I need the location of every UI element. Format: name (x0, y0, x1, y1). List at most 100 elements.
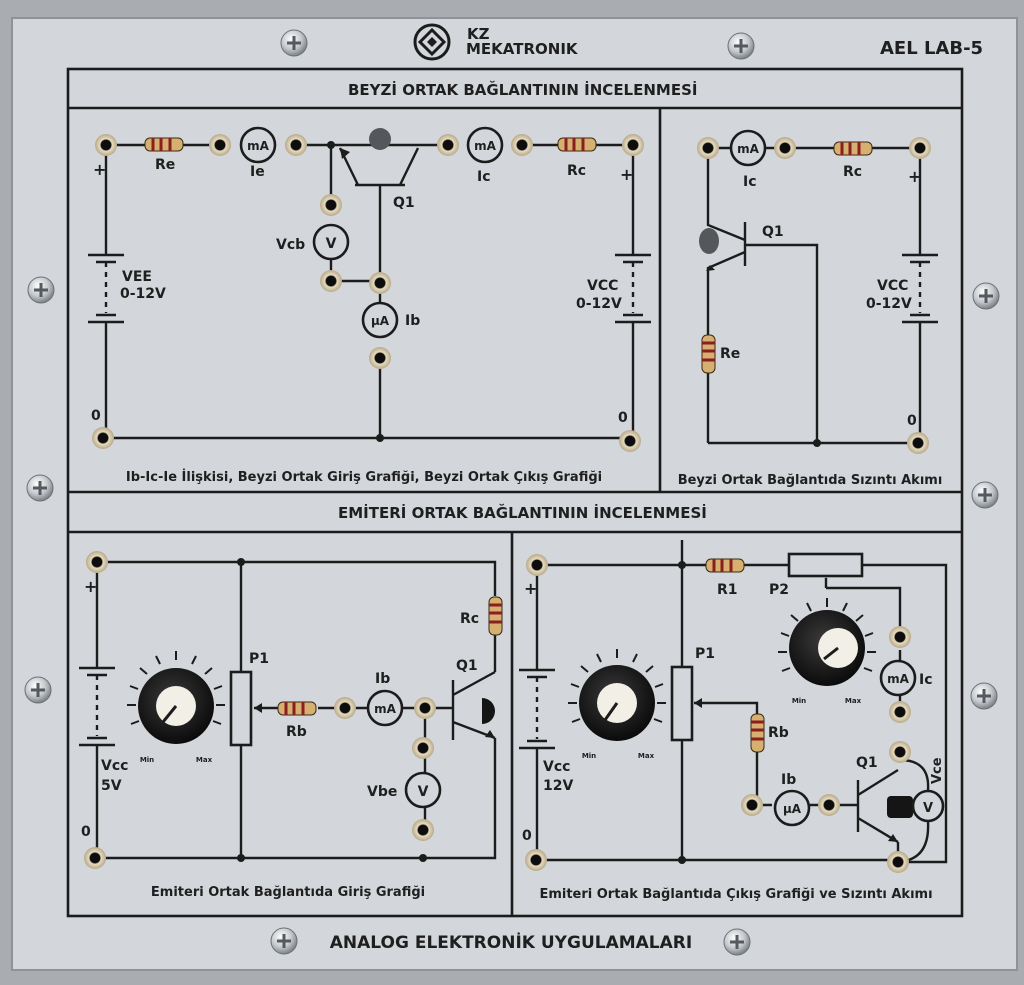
jack-socket[interactable] (437, 134, 459, 156)
jack-socket[interactable] (622, 134, 644, 156)
potentiometer-knob[interactable] (568, 649, 666, 741)
ib-label: Ib (781, 772, 796, 788)
resistor-icon (557, 137, 597, 152)
jack-socket[interactable] (697, 137, 719, 159)
resistor-icon (488, 596, 503, 636)
rc-label: Rc (843, 164, 862, 180)
jack-socket[interactable] (889, 701, 911, 723)
plus-label: + (93, 160, 106, 179)
screw-icon (970, 682, 998, 710)
brand-subtitle: MEKATRONIK (466, 40, 579, 58)
circuit-common-base: mA mA V µA Re Ie Ic Rc Q1 Vcb Ib + + VEE… (88, 126, 651, 485)
vbe-label: Vbe (367, 784, 397, 800)
jack-socket[interactable] (95, 134, 117, 156)
rc-label: Rc (567, 163, 586, 179)
resistor-icon (705, 558, 745, 573)
ground-label: 0 (81, 824, 91, 840)
vce-label: Vce (930, 757, 945, 784)
screw-icon (727, 32, 755, 60)
ib-label: Ib (405, 313, 420, 329)
knob-max-label: Max (845, 697, 862, 705)
resistor-icon (750, 713, 765, 753)
circuit-common-emitter-output: µA mA V Min Max (519, 540, 948, 902)
p1-label: P1 (249, 651, 269, 667)
meter-symbol: mA (887, 672, 910, 686)
resistor-icon (701, 334, 716, 374)
meter-symbol: V (326, 236, 337, 252)
jack-socket[interactable] (369, 347, 391, 369)
jack-socket[interactable] (889, 741, 911, 763)
circuit-caption: Emiteri Ortak Bağlantıda Çıkış Grafiği v… (539, 887, 932, 902)
section-title-base: BEYZİ ORTAK BAĞLANTININ İNCELENMESİ (348, 80, 697, 99)
jack-socket[interactable] (818, 794, 840, 816)
ic-label: Ic (477, 169, 491, 185)
jack-socket[interactable] (525, 849, 547, 871)
jack-socket[interactable] (909, 137, 931, 159)
jack-socket[interactable] (889, 626, 911, 648)
ground-label: 0 (618, 410, 628, 426)
plus-label: + (524, 579, 537, 598)
jack-socket[interactable] (86, 551, 108, 573)
resistor-icon (833, 141, 873, 156)
meter-symbol: mA (247, 139, 270, 153)
q1-label: Q1 (856, 755, 878, 771)
jack-socket[interactable] (320, 194, 342, 216)
potentiometer-icon (229, 670, 253, 747)
resistor-icon (144, 137, 184, 152)
jack-socket[interactable] (209, 134, 231, 156)
jack-socket[interactable] (412, 819, 434, 841)
rb-label: Rb (768, 725, 789, 741)
jack-socket[interactable] (334, 697, 356, 719)
p2-label: P2 (769, 582, 789, 598)
jack-socket[interactable] (369, 272, 391, 294)
jack-socket[interactable] (511, 134, 533, 156)
r1-label: R1 (717, 582, 738, 598)
jack-socket[interactable] (526, 554, 548, 576)
potentiometer-icon (670, 665, 694, 742)
jack-socket[interactable] (741, 794, 763, 816)
jack-socket[interactable] (412, 737, 434, 759)
rb-label: Rb (286, 724, 307, 740)
meter-symbol: V (923, 801, 933, 816)
jack-socket[interactable] (619, 430, 641, 452)
ammeter-icon (729, 129, 767, 167)
ground-label: 0 (522, 828, 532, 844)
brand-logo-icon (413, 23, 451, 61)
circuit-common-emitter-input: mA V Min Max P1 Rb Ib Rc Q1 Vbe + V (79, 551, 503, 900)
circuit-caption: Emiteri Ortak Bağlantıda Giriş Grafiği (151, 885, 425, 900)
screw-icon (972, 282, 1000, 310)
resistor-icon (277, 701, 317, 716)
meter-symbol: µA (783, 802, 802, 816)
jack-socket[interactable] (887, 851, 909, 873)
screw-icon (971, 481, 999, 509)
potentiometer-knob[interactable] (127, 651, 225, 744)
vcc-range-label: 0-12V (576, 296, 622, 312)
ground-label: 0 (907, 413, 917, 429)
screw-icon (723, 928, 751, 956)
screw-icon (27, 276, 55, 304)
circuit-leakage-base: mA Ic Rc Q1 Re + VCC 0-12V 0 Beyzi Ortak… (678, 129, 943, 488)
knob-min-label: Min (582, 752, 596, 760)
potentiometer-knob[interactable] (778, 598, 876, 686)
model-label: AEL LAB-5 (880, 38, 983, 59)
jack-socket[interactable] (92, 427, 114, 449)
plus-label: + (84, 577, 97, 596)
vcb-label: Vcb (276, 237, 305, 253)
transistor-icon (369, 128, 391, 150)
plus-label: + (620, 165, 633, 184)
p1-label: P1 (695, 646, 715, 662)
vcc-value-label: 12V (543, 778, 573, 794)
jack-socket[interactable] (907, 432, 929, 454)
jack-socket[interactable] (774, 137, 796, 159)
rc-label: Rc (460, 611, 479, 627)
jack-socket[interactable] (285, 134, 307, 156)
jack-socket[interactable] (414, 697, 436, 719)
circuit-caption: Beyzi Ortak Bağlantıda Sızıntı Akımı (678, 473, 943, 488)
re-label: Re (720, 346, 740, 362)
re-label: Re (155, 157, 175, 173)
jack-socket[interactable] (84, 847, 106, 869)
ammeter-icon (239, 126, 277, 164)
jack-socket[interactable] (320, 270, 342, 292)
front-panel (11, 17, 1018, 971)
